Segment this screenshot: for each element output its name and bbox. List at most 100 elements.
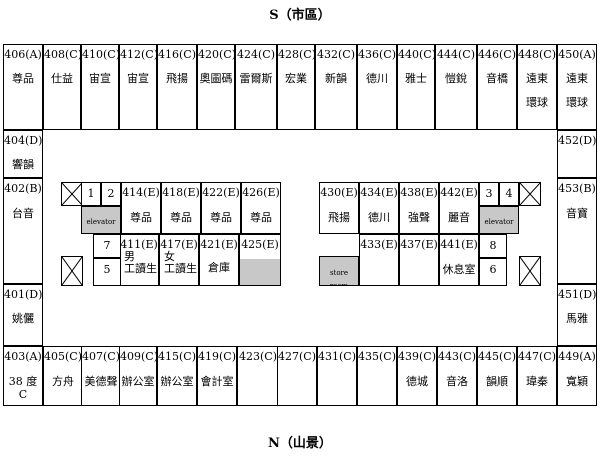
room-number: 425(E): [241, 238, 279, 251]
room-410: 410(C) 宙宣: [81, 44, 119, 130]
room-number: 436(C): [358, 48, 396, 61]
room-number: 410(C): [82, 48, 119, 61]
cell-3-label: 3: [485, 187, 493, 200]
room-451: 451(D) 馬雅: [557, 284, 597, 346]
room-408: 408(C) 仕益: [43, 44, 81, 130]
room-name: 奧圖碼: [199, 72, 233, 85]
room-number: 428(C): [278, 48, 315, 61]
blocked-cell-bottom-left: [61, 256, 83, 286]
cross-mark: [520, 257, 540, 285]
room-424: 424(C)雷爾斯: [235, 44, 277, 130]
room-name: 會計室: [200, 375, 234, 388]
room-number: 416(C): [158, 48, 196, 61]
room-number: 411(E): [120, 238, 158, 251]
room-name: 音洛: [446, 375, 468, 388]
room-name: 雅士: [405, 72, 427, 85]
room-number: 449(A): [558, 350, 596, 363]
room-404: 404(D)響韻: [3, 130, 43, 178]
room-number: 448(C): [518, 48, 556, 61]
compass-south: S（市區）: [269, 8, 331, 23]
room-438: 438(E) 強聲: [399, 182, 439, 234]
room-407: 407(C)美德聲: [81, 346, 121, 406]
room-name: 尊品: [250, 211, 272, 224]
room-name: 宙宣: [89, 72, 111, 85]
room-name: 德城: [406, 375, 428, 388]
room-401: 401(D)姚儷: [3, 284, 43, 346]
room-411: 411(E)男工讀生: [119, 234, 159, 286]
cell-8-label: 8: [489, 239, 497, 252]
room-number: 430(E): [320, 186, 358, 199]
room-452: 452(D): [557, 130, 597, 178]
room-name: 台音: [12, 207, 34, 220]
room-name: 瑋秦: [526, 375, 548, 388]
room-number: 453(B): [558, 182, 596, 195]
room-number: 445(C): [478, 350, 516, 363]
cell-6: 6: [479, 258, 507, 286]
room-name: 環球: [526, 96, 548, 109]
room-number: 427(C): [278, 350, 316, 363]
room-414: 414(E) 尊品: [121, 182, 161, 234]
cell-2-label: 2: [107, 187, 115, 200]
room-430: 430(E)飛揚: [319, 182, 359, 234]
cell-7: 7: [93, 234, 121, 258]
room-name: 音寶: [566, 207, 588, 220]
room-number: 421(E): [200, 238, 238, 251]
room-number: 408(C): [44, 48, 81, 61]
room-450: 450(A)遠東環球: [557, 44, 597, 130]
room-name: 男: [124, 250, 135, 263]
cell-1: 1: [81, 182, 101, 206]
room-number: 404(D): [4, 134, 43, 147]
room-437: 437(E): [399, 234, 439, 286]
room-name: 德川: [368, 211, 390, 224]
room-name: 尊品: [170, 211, 192, 224]
room-number: 417(E): [160, 238, 198, 251]
room-number: 403(A): [4, 350, 42, 363]
room-number: 409(C): [120, 350, 157, 363]
room-422: 422(E)尊品: [201, 182, 241, 234]
room-423: 423(C): [237, 346, 279, 406]
room-406: 406(A) 尊品: [3, 44, 43, 130]
shaded-area: [240, 259, 280, 285]
room-name: 美德聲: [84, 375, 118, 388]
room-number: 437(E): [400, 238, 438, 251]
cell-3: 3: [479, 182, 499, 206]
room-name: 馬雅: [566, 312, 588, 325]
room-number: 439(C): [398, 350, 436, 363]
room-number: 440(C): [398, 48, 435, 61]
room-number: 406(A): [4, 48, 42, 61]
room-442: 442(E)麗音: [439, 182, 479, 234]
room-number: 446(C): [478, 48, 516, 61]
room-439: 439(C) 德城: [397, 346, 437, 406]
room-434: 434(E)德川: [359, 182, 399, 234]
room-number: 438(E): [400, 186, 438, 199]
room-number: 452(D): [558, 134, 597, 147]
room-name: 方舟: [52, 375, 74, 388]
room-name: 強聲: [408, 211, 430, 224]
room-name: 尊品: [130, 211, 152, 224]
room-number: 420(C): [198, 48, 235, 61]
room-443: 443(C)音洛: [437, 346, 477, 406]
room-421: 421(E) 倉庫: [199, 234, 239, 286]
room-number: 451(D): [558, 288, 597, 301]
room-416: 416(C)飛揚: [157, 44, 197, 130]
room-name: 尊品: [210, 211, 232, 224]
room-name: 仕益: [51, 72, 73, 85]
room-number: 414(E): [122, 186, 160, 199]
room-name: 音橋: [486, 72, 508, 85]
cell-7-label: 7: [103, 239, 111, 252]
room-name: 尊品: [12, 72, 34, 85]
store-room-label: store room: [329, 269, 349, 286]
room-number: 442(E): [440, 186, 478, 199]
room-425: 425(E): [239, 234, 281, 286]
cross-mark: [62, 183, 82, 205]
room-453: 453(B) 音寶: [557, 178, 597, 284]
room-435: 435(C): [357, 346, 397, 406]
room-415: 415(C)辦公室: [157, 346, 197, 406]
room-number: 432(C): [317, 48, 355, 61]
room-name: 倉庫: [208, 261, 230, 274]
room-name: 38 度 C: [8, 375, 38, 401]
room-427: 427(C): [277, 346, 317, 406]
cell-5: 5: [93, 258, 121, 286]
room-number: 431(C): [318, 350, 356, 363]
room-418: 418(E)尊品: [161, 182, 201, 234]
